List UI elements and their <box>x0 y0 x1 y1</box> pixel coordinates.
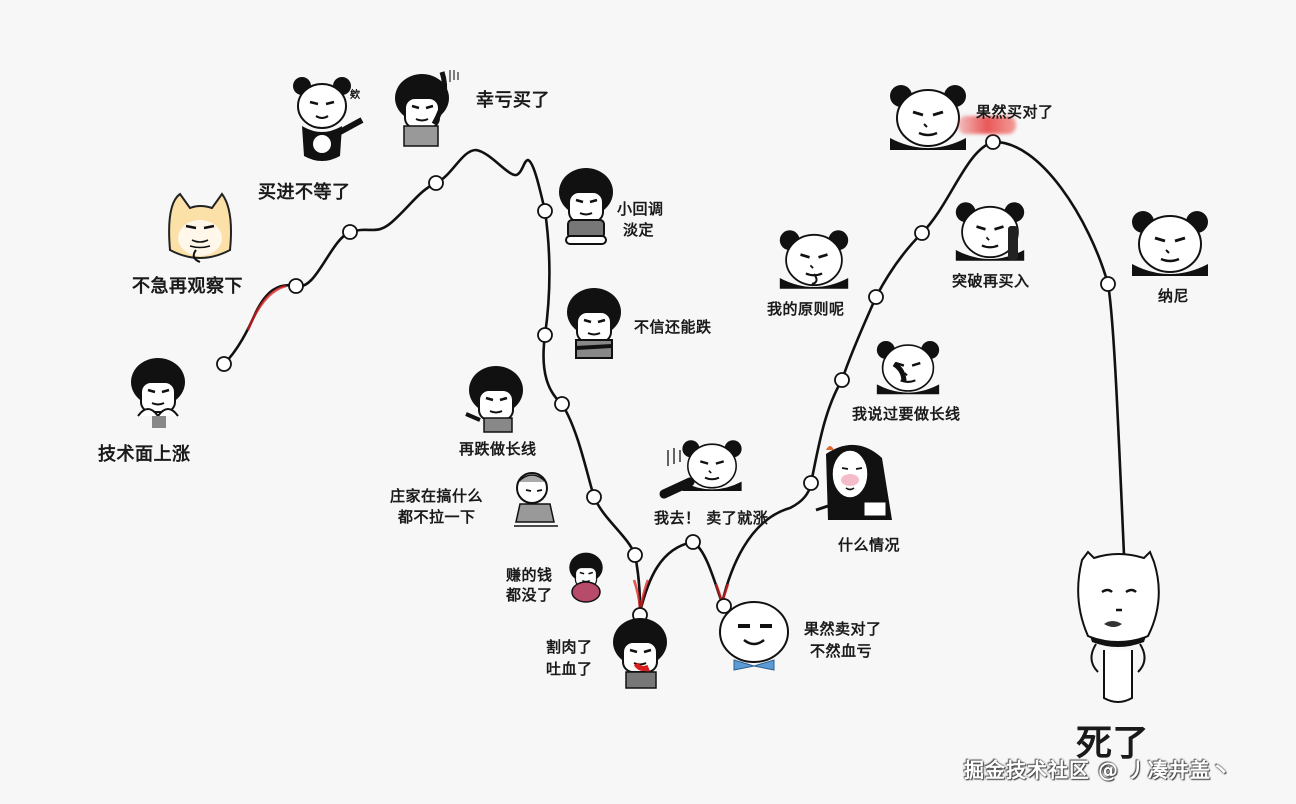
curve-node-circle <box>685 534 701 550</box>
curve-node-circle <box>985 134 1001 150</box>
curve-node-circle <box>554 396 570 412</box>
curve-node-circle <box>288 278 304 294</box>
label-sold-then-rise: 我去！ 卖了就涨 <box>654 509 769 527</box>
curve-nodes <box>216 134 1116 623</box>
mushroom-head-waving-icon <box>465 364 525 433</box>
panda-on-phone-icon <box>954 200 1026 263</box>
curve-node-circle <box>537 327 553 343</box>
label-profit-gone-2: 都没了 <box>506 586 553 604</box>
curve-node-circle <box>803 475 819 491</box>
mushroom-head-sitting-icon <box>557 166 615 245</box>
red-highlight-smear <box>958 116 1016 134</box>
curve-node-circle <box>586 489 602 505</box>
curve-node-circle <box>627 547 643 563</box>
mushroom-head-arms-crossed-icon <box>565 286 623 359</box>
label-my-principles: 我的原则呢 <box>767 300 845 318</box>
label-right-to-sell-2: 不然血亏 <box>810 642 873 660</box>
curve-node-circle <box>537 203 553 219</box>
label-buy-now: 买进不等了 <box>258 182 351 203</box>
label-cut-loss-1: 割肉了 <box>546 638 593 656</box>
red-line-segment <box>246 284 287 331</box>
label-right-to-buy: 果然买对了 <box>976 103 1054 121</box>
label-cut-loss-2: 吐血了 <box>546 660 593 678</box>
label-what-happened: 什么情况 <box>838 536 901 554</box>
label-technical-rise: 技术面上涨 <box>98 444 191 465</box>
label-cant-fall-more: 不信还能跌 <box>634 318 712 336</box>
curve-node-circle <box>716 598 732 614</box>
shiba-dog-thinking-icon <box>168 192 232 263</box>
label-whale-2: 都不拉一下 <box>398 508 476 526</box>
curve-node-circle <box>914 225 930 241</box>
panda-facepalm-icon <box>875 339 941 396</box>
label-long-term-hold: 再跌做长线 <box>459 440 537 458</box>
curve-node-circle <box>834 372 850 388</box>
curve-node-circle <box>868 289 884 305</box>
curve-node-circle <box>1100 276 1116 292</box>
svg-text:欸: 欸 <box>350 88 361 101</box>
panda-smug-grin-icon <box>888 83 968 152</box>
curve-node-circle <box>216 356 232 372</box>
label-small-pullback-2: 淡定 <box>623 221 655 239</box>
label-what-the: 纳尼 <box>1158 287 1190 305</box>
round-smiley-bowtie-icon <box>719 601 789 671</box>
label-breakout-rebuy: 突破再买入 <box>952 272 1030 290</box>
price-line <box>222 140 1126 613</box>
mushroom-head-relieved-icon <box>393 70 459 147</box>
panda-drooling-icon <box>778 228 850 291</box>
panda-dancing-icon: 欸 <box>293 77 364 161</box>
label-wait-observe: 不急再观察下 <box>132 276 243 297</box>
mushroom-head-crying-scarf-icon <box>568 551 604 603</box>
curve-node-circle <box>428 175 444 191</box>
panda-throwing-phone-icon <box>659 439 743 499</box>
label-right-to-sell-1: 果然卖对了 <box>804 620 882 638</box>
mushroom-head-thinking-icon <box>129 356 187 428</box>
label-whale-1: 庄家在搞什么 <box>390 487 484 505</box>
label-dead: 死了 <box>1076 723 1150 764</box>
curve-node-circle <box>342 224 358 240</box>
watermark: 掘金技术社区 @ 丿凑井盖丶 <box>964 758 1232 782</box>
panda-shocked-icon <box>1130 209 1210 278</box>
nun-blushing-icon <box>815 444 892 520</box>
label-said-long-term: 我说过要做长线 <box>852 405 961 423</box>
man-kneeling-pounding-floor-icon <box>514 472 558 527</box>
label-profit-gone-1: 赚的钱 <box>506 566 553 584</box>
label-small-pullback-1: 小回调 <box>617 200 664 218</box>
label-glad-bought: 幸亏买了 <box>476 90 550 111</box>
hanging-bear-icon <box>1077 550 1160 703</box>
mushroom-head-spitting-blood-icon <box>611 616 669 689</box>
